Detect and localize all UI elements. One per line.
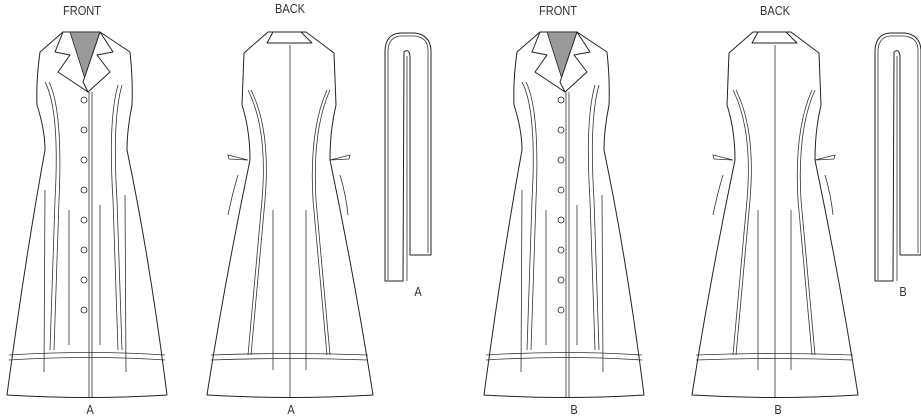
back-view-b [691,31,859,398]
view-title-front-a: FRONT [62,3,102,18]
variant-label-back-b: B [774,402,782,417]
variant-label-front-a: A [86,402,94,417]
view-title-back-a: BACK [274,1,306,16]
tie-belt-a [384,32,432,282]
variant-label-tie-b: B [899,284,907,299]
front-view-a [6,31,168,398]
variant-label-tie-a: A [414,284,422,299]
tie-belt-b [874,32,921,282]
variant-label-front-b: B [570,402,578,417]
front-view-b [483,31,645,398]
view-title-back-b: BACK [759,3,791,18]
view-title-front-b: FRONT [538,3,578,18]
variant-label-back-a: A [287,402,295,417]
back-view-a [206,31,374,398]
